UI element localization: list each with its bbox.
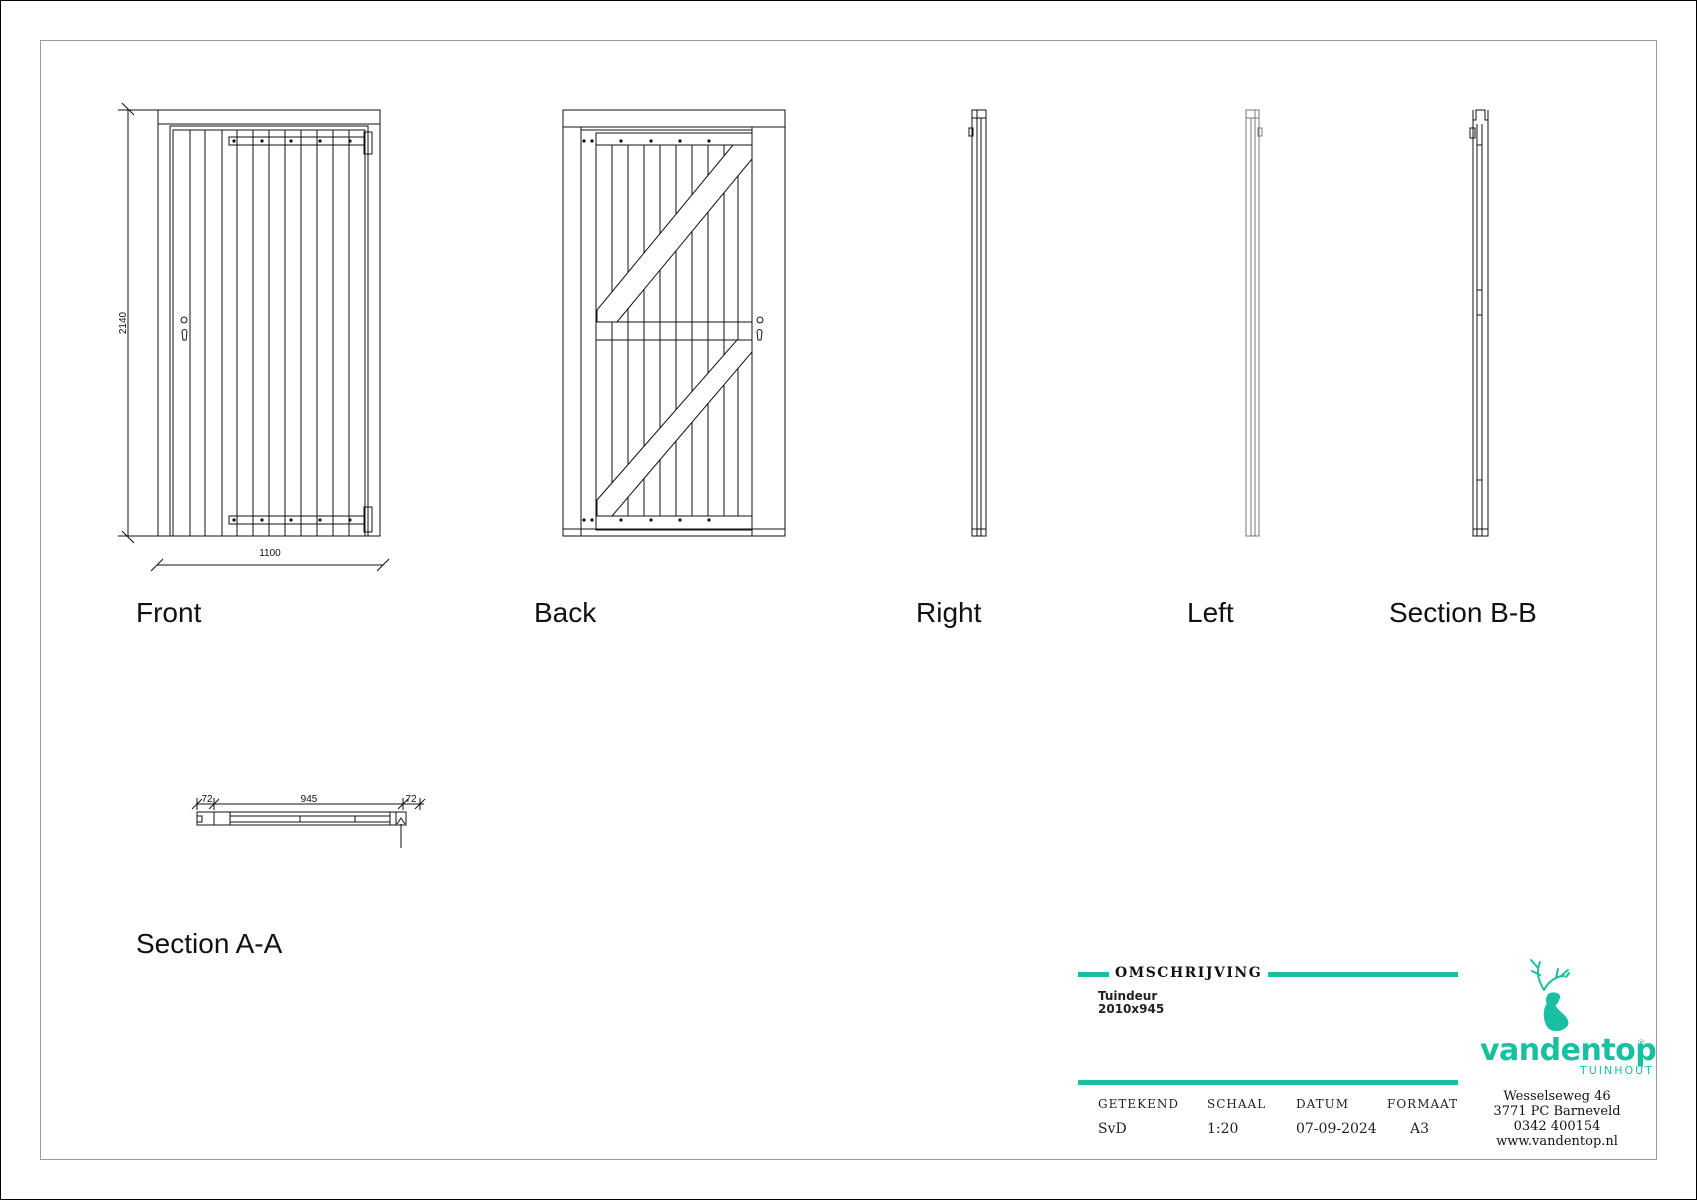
schaal-value: 1:20: [1207, 1121, 1239, 1137]
datum-label: DATUM: [1296, 1097, 1350, 1111]
right-view-label: Right: [916, 597, 982, 628]
front-door-knob: [180, 316, 188, 324]
back-upper-brace: [596, 144, 753, 323]
getekend-value: SvD: [1098, 1121, 1127, 1137]
company-tagline: TUINHOUT: [1580, 1064, 1654, 1077]
company-phone: 0342 400154: [1513, 1119, 1601, 1134]
front-view: 2140 1100: [118, 102, 390, 572]
title-block-heading: OMSCHRIJVING: [1109, 965, 1269, 981]
front-width-dimension: 1100: [259, 548, 281, 559]
front-planks: [189, 130, 350, 536]
description-line-1: Tuindeur: [1098, 989, 1158, 1003]
front-keyhole: [181, 329, 188, 341]
address-line-1: Wesselseweg 46: [1503, 1089, 1611, 1104]
getekend-label: GETEKEND: [1098, 1097, 1179, 1111]
description-line-2: 2010x945: [1098, 1002, 1165, 1016]
back-keyhole: [756, 329, 763, 341]
back-view: [562, 109, 786, 537]
section-aa-label: Section A-A: [136, 928, 283, 959]
datum-value: 07-09-2024: [1296, 1121, 1377, 1137]
company-website[interactable]: www.vandentop.nl: [1496, 1134, 1618, 1149]
right-view: [968, 109, 987, 537]
registered-mark: ®: [1638, 1038, 1645, 1048]
front-top-hinge: [228, 136, 366, 146]
drawing-frame: [40, 40, 1657, 1160]
section-bb-label: Section B-B: [1389, 597, 1537, 628]
back-door-knob: [756, 316, 764, 324]
section-left-dimension: 72: [201, 794, 213, 805]
formaat-label: FORMAAT: [1387, 1097, 1459, 1111]
schaal-label: SCHAAL: [1207, 1097, 1267, 1111]
section-right-dimension: 72: [405, 794, 417, 805]
deer-logo-icon: [1530, 959, 1570, 1032]
company-name: vandentop: [1480, 1033, 1657, 1068]
left-view-label: Left: [1187, 597, 1234, 628]
left-view: [1245, 109, 1263, 537]
section-bb-view: [1469, 109, 1489, 537]
front-bottom-hinge: [228, 515, 366, 525]
back-view-label: Back: [534, 597, 597, 628]
address-line-2: 3771 PC Barneveld: [1493, 1104, 1621, 1119]
section-aa-view: 72 945 72: [191, 794, 426, 848]
front-height-dimension: 2140: [118, 311, 129, 334]
formaat-value: A3: [1410, 1121, 1430, 1137]
back-lower-brace: [596, 339, 753, 517]
section-width-dimension: 945: [301, 794, 318, 805]
front-view-label: Front: [136, 597, 202, 628]
title-block-bottom-bar: [1078, 1080, 1458, 1085]
